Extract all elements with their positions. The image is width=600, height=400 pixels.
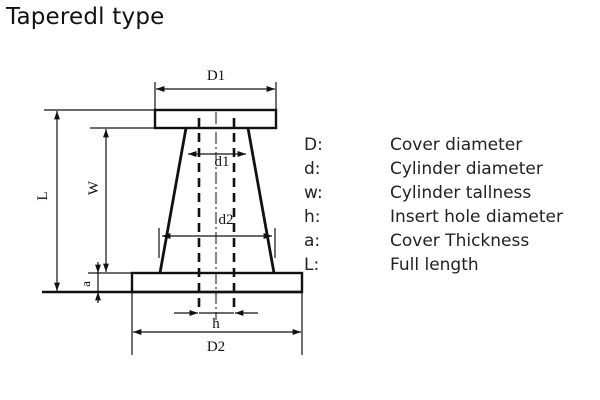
- body-right-wall: [246, 127, 276, 274]
- base-plate: [130, 271, 304, 294]
- legend-key: L:: [304, 255, 320, 275]
- label-L: L: [35, 191, 51, 200]
- body-left-wall: [158, 127, 188, 274]
- label-D2: D2: [207, 339, 225, 355]
- label-h: h: [212, 316, 220, 332]
- label-a: a: [78, 281, 93, 287]
- legend-description: Cylinder diameter: [390, 159, 543, 179]
- legend-key: d:: [304, 159, 321, 179]
- legend-description: Full length: [390, 255, 479, 275]
- legend-key: D:: [304, 135, 323, 155]
- legend-key: h:: [304, 207, 321, 227]
- legend-description: Insert hole diameter: [390, 207, 563, 227]
- legend-key: a:: [304, 231, 321, 251]
- page-title: Taperedl type: [6, 4, 165, 30]
- label-d1: d1: [215, 154, 230, 170]
- legend-description: Cover diameter: [390, 135, 523, 155]
- label-W: W: [86, 180, 102, 195]
- label-d2: d2: [219, 212, 234, 228]
- label-D1: D1: [207, 68, 225, 84]
- legend-description: Cylinder tallness: [390, 183, 532, 203]
- legend-key: w:: [304, 183, 323, 203]
- legend-description: Cover Thickness: [390, 231, 530, 251]
